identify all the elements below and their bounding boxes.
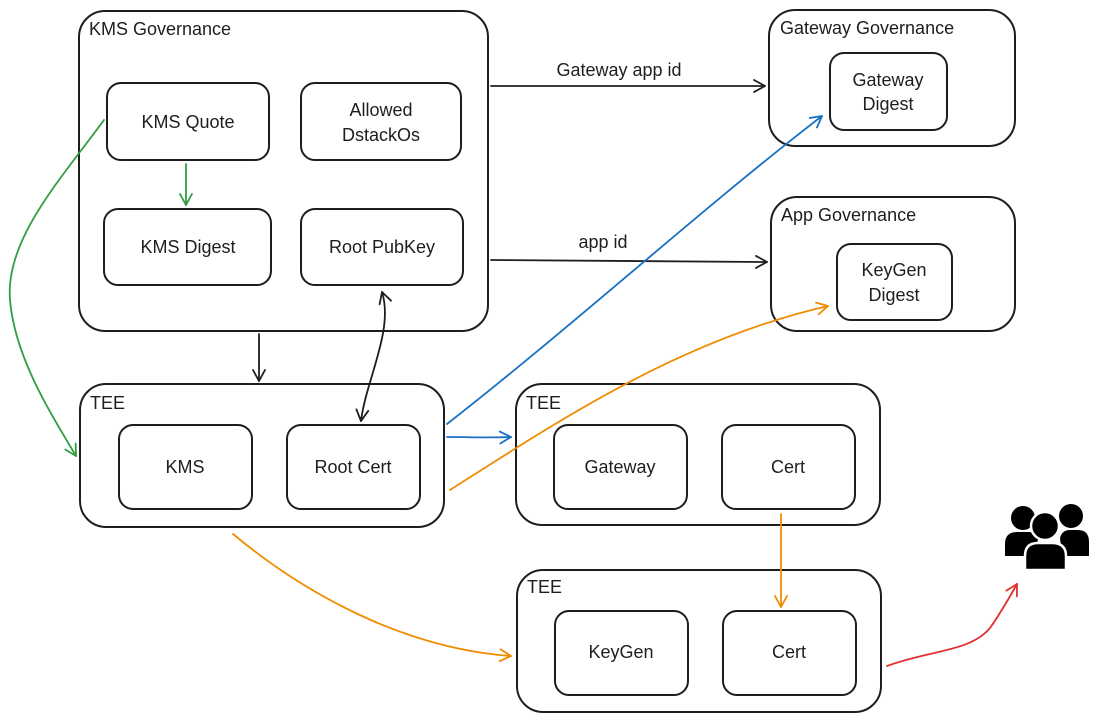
group-title-kms-governance: KMS Governance [89, 19, 231, 39]
svg-text:Cert: Cert [771, 457, 805, 477]
node-label: Root Cert [314, 457, 391, 477]
svg-text:Gateway: Gateway [852, 70, 923, 90]
edge-tee-to-tee-keygen [232, 533, 512, 663]
node-label: KMS Digest [140, 237, 235, 257]
svg-text:DstackOs: DstackOs [342, 125, 420, 145]
node-kms-quote: KMS Quote [106, 82, 270, 161]
node-gateway-cert: Cert [721, 424, 856, 510]
svg-text:Digest: Digest [862, 94, 913, 114]
node-label: Digest [862, 94, 913, 114]
svg-text:Root PubKey: Root PubKey [329, 237, 435, 257]
node-label: KMS Quote [141, 112, 234, 132]
svg-text:KMS Digest: KMS Digest [140, 237, 235, 257]
node-label: Digest [868, 285, 919, 305]
node-label: Root PubKey [329, 237, 435, 257]
svg-text:Gateway: Gateway [584, 457, 655, 477]
node-kms: KMS [118, 424, 253, 510]
group-title-tee-keygen: TEE [527, 577, 562, 597]
edge-rootpubkey-rootcert [355, 291, 392, 422]
edge-app-id: app id [490, 232, 768, 269]
group-title-app-governance: App Governance [781, 205, 916, 225]
node-label: KeyGen [861, 260, 926, 280]
node-root-cert: Root Cert [286, 424, 421, 510]
svg-text:KeyGen: KeyGen [588, 642, 653, 662]
svg-text:KeyGen: KeyGen [861, 260, 926, 280]
node-label: Cert [772, 642, 806, 662]
node-allowed-dstackos: Allowed DstackOs [300, 82, 462, 161]
edge-tee-to-gateway-digest [446, 115, 823, 425]
node-gateway: Gateway [553, 424, 688, 510]
edge-tee-to-keygen-digest [449, 301, 829, 491]
node-label: Cert [771, 457, 805, 477]
node-label: KeyGen [588, 642, 653, 662]
node-label: Gateway [584, 457, 655, 477]
node-label: Allowed [349, 100, 412, 120]
svg-text:KMS: KMS [165, 457, 204, 477]
node-kms-digest: KMS Digest [103, 208, 272, 286]
svg-text:Digest: Digest [868, 285, 919, 305]
node-gateway-digest: Gateway Digest [829, 52, 948, 131]
svg-text:Allowed: Allowed [349, 100, 412, 120]
node-root-pubkey: Root PubKey [300, 208, 464, 286]
node-label: DstackOs [342, 125, 420, 145]
edge-quote-to-tee [8, 119, 105, 457]
edge-tee-to-users [886, 583, 1018, 667]
svg-text:Cert: Cert [772, 642, 806, 662]
group-title-tee-kms: TEE [90, 393, 125, 413]
node-keygen-digest: KeyGen Digest [836, 243, 953, 321]
node-label: KMS [165, 457, 204, 477]
svg-text:Root Cert: Root Cert [314, 457, 391, 477]
edge-label-app-id: app id [578, 232, 627, 252]
node-keygen: KeyGen [554, 610, 689, 696]
users-icon [1005, 504, 1089, 572]
group-title-gateway-governance: Gateway Governance [780, 18, 954, 38]
svg-text:KMS Quote: KMS Quote [141, 112, 234, 132]
node-label: Gateway [852, 70, 923, 90]
group-title-tee-gateway: TEE [526, 393, 561, 413]
edge-label-gateway-app-id: Gateway app id [556, 60, 681, 80]
edge-gateway-app-id: Gateway app id [490, 60, 766, 93]
node-keygen-cert: Cert [722, 610, 857, 696]
